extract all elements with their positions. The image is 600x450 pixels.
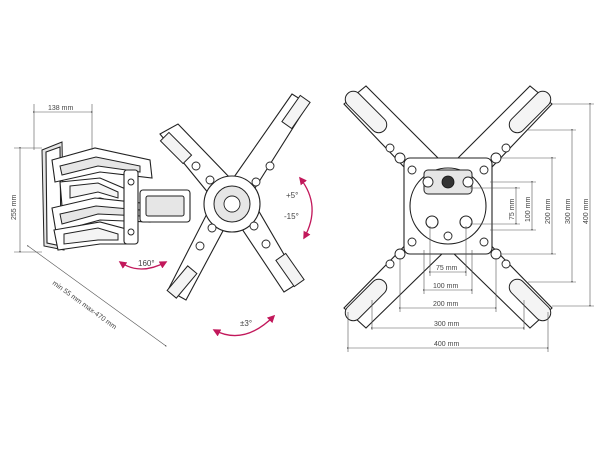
vesa-v-100-label: 100 mm — [525, 197, 532, 222]
rotation-indicator: ±3° — [212, 314, 276, 337]
tilt-down-label: -15° — [284, 212, 299, 221]
tilt-indicator: +5° -15° — [284, 176, 313, 240]
rotation-label: ±3° — [240, 319, 252, 328]
vesa-v-200-label: 200 mm — [545, 199, 552, 224]
height-dimension: 255 mm — [11, 147, 42, 253]
pivot-bracket — [123, 169, 191, 245]
arm-width-dimension: 138 mm — [33, 104, 93, 150]
vesa-plate-view: 75 mm 100 mm 200 mm 300 mm 400 mm 75 mm — [343, 85, 594, 352]
arm-mount-view: 138 mm 255 mm min 55 mm max-470 mm 160° … — [11, 93, 313, 347]
arm-width-label: 138 mm — [48, 105, 73, 112]
vesa-v-400-label: 400 mm — [583, 199, 590, 224]
vesa-vertical-dimensions: 75 mm 100 mm 200 mm 300 mm 400 mm — [470, 103, 594, 307]
swivel-label: 160° — [138, 259, 155, 268]
height-label: 255 mm — [11, 195, 18, 220]
extension-label: min 55 mm max-470 mm — [51, 280, 118, 331]
vesa-h-100-label: 100 mm — [433, 283, 458, 290]
vesa-horizontal-dimensions: 75 mm 100 mm 200 mm 300 mm 400 mm — [347, 226, 549, 352]
vesa-h-75-label: 75 mm — [436, 265, 458, 272]
vesa-h-400-label: 400 mm — [434, 341, 459, 348]
vesa-v-300-label: 300 mm — [565, 199, 572, 224]
tv-plate-front — [343, 85, 553, 329]
vesa-v-75-label: 75 mm — [509, 198, 516, 220]
vesa-h-300-label: 300 mm — [434, 321, 459, 328]
vesa-h-200-label: 200 mm — [433, 301, 458, 308]
tv-plate-left — [159, 93, 311, 301]
swivel-indicator: 160° — [118, 259, 168, 270]
tilt-up-label: +5° — [286, 191, 298, 200]
